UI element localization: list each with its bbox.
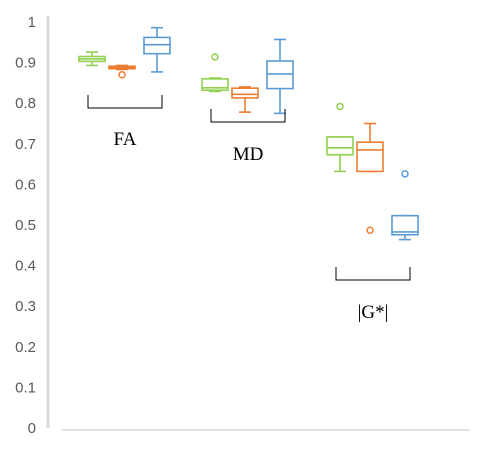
group-label: MD: [233, 144, 264, 165]
box-group-3: [326, 102, 419, 241]
box-group-2: [201, 38, 294, 115]
box-iqr: [326, 136, 354, 156]
outlier-point: [366, 226, 374, 235]
y-tick-label: 0.3: [15, 298, 36, 315]
y-tick-label: 0.6: [15, 176, 36, 193]
box-iqr: [231, 87, 259, 99]
y-tick-label: 0.8: [15, 95, 36, 112]
group-label: FA: [114, 129, 137, 150]
y-tick-label: 0.1: [15, 379, 36, 396]
outlier-point: [118, 71, 126, 79]
box-iqr: [356, 141, 384, 173]
outlier-point: [211, 53, 219, 61]
box-group-1: [78, 26, 171, 79]
box-iqr: [391, 214, 419, 236]
y-tick-label: 0.2: [15, 339, 36, 356]
group-label: |G*|: [358, 302, 389, 323]
y-tick-label: 0: [28, 420, 36, 437]
outlier-point: [401, 170, 409, 178]
box-iqr: [201, 78, 229, 92]
y-tick-label: 1: [28, 14, 36, 31]
outlier-point: [336, 102, 344, 111]
y-tick-label: 0.4: [15, 258, 36, 275]
box-iqr: [143, 36, 171, 55]
group-bracket: [335, 267, 411, 281]
group-bracket: [210, 109, 286, 123]
y-tick-label: 0.7: [15, 136, 36, 153]
y-tick-label: 0.9: [15, 55, 36, 72]
box-iqr: [266, 60, 294, 90]
group-bracket: [87, 95, 163, 109]
y-tick-label: 0.5: [15, 217, 36, 234]
